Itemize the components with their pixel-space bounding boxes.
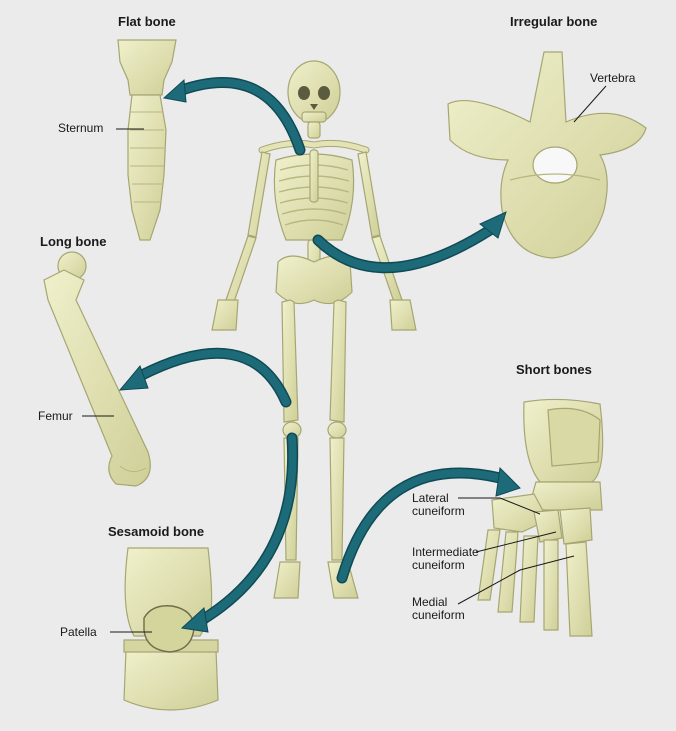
irregular-bone-title: Irregular bone (510, 14, 598, 29)
lateral-cuneiform-line2: cuneiform (412, 504, 465, 518)
medial-cuneiform-leader (457, 555, 575, 605)
patella-label: Patella (60, 625, 97, 639)
medial-cuneiform-line1: Medial (412, 595, 448, 609)
medial-cuneiform-label: Medial cuneiform (412, 596, 465, 622)
sesamoid-bone-title: Sesamoid bone (108, 524, 205, 539)
arrow-to-sternum (178, 78, 304, 154)
right-humerus (357, 151, 381, 238)
right-tibia (329, 437, 345, 561)
medial-cuneiform-line2: cuneiform (412, 608, 465, 622)
knee-bones (123, 547, 219, 711)
long-bone-title: Long bone (40, 234, 107, 249)
intermediate-cuneiform-line1: Intermediate (412, 545, 479, 559)
arrow-to-vertebra (314, 226, 494, 272)
arrow-to-patella (198, 434, 297, 624)
right-eye-socket (318, 86, 330, 100)
right-knee (327, 421, 347, 439)
intermediate-cuneiform-line2: cuneiform (412, 558, 465, 572)
sternum-bone (117, 39, 177, 241)
left-foot (273, 561, 301, 599)
tibia-proximal (123, 649, 219, 711)
flat-bone-title: Flat bone (118, 14, 176, 29)
left-humerus (247, 151, 271, 238)
left-hand (211, 299, 239, 331)
skeleton-sternum (309, 149, 319, 203)
left-eye-socket (298, 86, 310, 100)
left-forearm (225, 235, 257, 303)
intermediate-cuneiform (533, 509, 563, 543)
intermediate-cuneiform-label: Intermediate cuneiform (412, 546, 479, 572)
vertebra-bone (447, 51, 647, 259)
sternum-label: Sternum (58, 121, 104, 135)
foot-bones (477, 398, 604, 637)
metatarsals (477, 529, 593, 637)
femur-bone (43, 251, 151, 487)
lateral-cuneiform-line1: Lateral (412, 491, 449, 505)
short-bones-title: Short bones (516, 362, 592, 377)
lateral-cuneiform (491, 493, 549, 533)
medial-cuneiform (559, 507, 593, 545)
cervical-spine (307, 121, 321, 139)
vertebra-leader (573, 85, 607, 123)
femur-label: Femur (38, 409, 73, 423)
pelvis (275, 255, 353, 305)
vertebra-label: Vertebra (590, 71, 636, 85)
leader-lines (82, 85, 607, 633)
right-hand (389, 299, 417, 331)
jaw (301, 111, 327, 123)
arrow-to-foot (338, 468, 504, 582)
lateral-cuneiform-leader (458, 497, 541, 515)
intermediate-cuneiform-leader (475, 531, 557, 553)
lateral-cuneiform-label: Lateral cuneiform (412, 492, 465, 518)
skeleton (211, 60, 417, 599)
arrow-to-femur (136, 349, 290, 406)
right-femur (329, 299, 347, 423)
arrows (118, 77, 521, 633)
